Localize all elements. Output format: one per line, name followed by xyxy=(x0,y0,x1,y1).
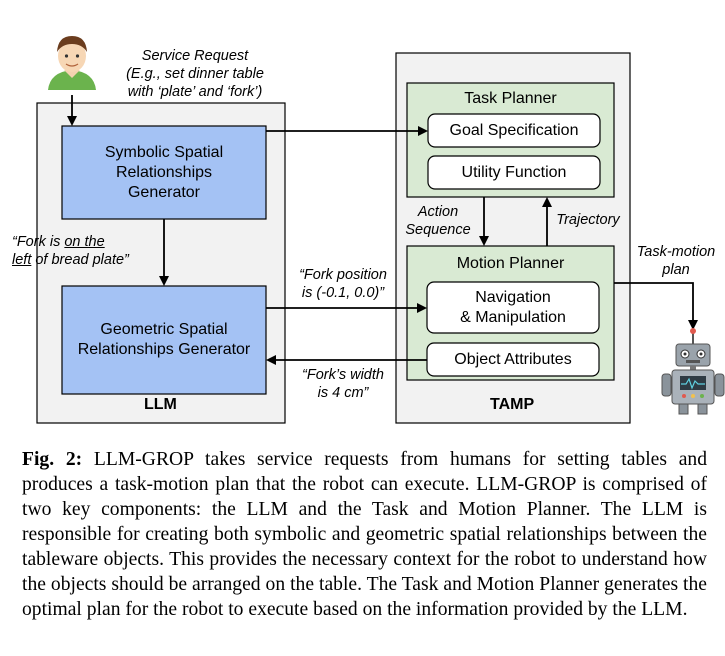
goal-specification-box xyxy=(427,113,601,148)
task-motion-plan-label: Task-motion plan xyxy=(628,243,724,279)
symbolic-generator-line-2: Relationships xyxy=(115,163,213,181)
fork-position-quote: “Fork position is (-0.1, 0.0)” xyxy=(278,266,408,302)
geometric-generator-line-1: Geometric Spatial xyxy=(100,321,228,338)
task-motion-plan-line-2: plan xyxy=(662,262,690,278)
fork-width-quote: “Fork’s width is 4 cm” xyxy=(280,366,406,402)
service-request-label: Service Request (E.g., set dinner table … xyxy=(110,47,280,101)
fork-symbolic-pre: “Fork is xyxy=(12,234,65,250)
tamp-label: TAMP xyxy=(490,396,535,413)
navigation-box xyxy=(426,281,600,334)
fork-symbolic-underline-1: on the xyxy=(64,234,105,250)
fork-symbolic-underline-2: left xyxy=(12,252,32,268)
service-request-detail-1: (E.g., set dinner table xyxy=(126,66,264,82)
goal-specification-label: Goal Specification xyxy=(449,121,579,139)
fork-position-line-2: is (-0.1, 0.0)” xyxy=(301,285,385,301)
human-avatar-icon xyxy=(44,34,100,90)
task-planner-label: Task Planner xyxy=(464,90,557,107)
symbolic-generator-label: Symbolic Spatial Relationships Generator xyxy=(62,126,266,219)
action-sequence-line-2: Sequence xyxy=(405,222,471,238)
fork-position-line-1: “Fork position xyxy=(299,267,387,283)
service-request-title: Service Request xyxy=(141,48,249,64)
navigation-line-1: Navigation xyxy=(475,288,551,306)
action-sequence-label: Action Sequence xyxy=(396,203,480,239)
geometric-generator-box xyxy=(61,285,267,395)
geometric-generator-line-2: Relationships Generator xyxy=(77,341,251,358)
figure-label: Fig. 2: xyxy=(22,449,83,470)
action-sequence-line-1: Action xyxy=(417,204,459,220)
fork-width-line-1: “Fork’s width xyxy=(302,367,384,383)
task-motion-plan-line-1: Task-motion xyxy=(636,244,716,260)
geometric-generator-label: Geometric Spatial Relationships Generato… xyxy=(62,286,266,394)
fork-symbolic-quote: “Fork is on the left of bread plate” xyxy=(12,233,172,269)
symbolic-generator-line-3: Generator xyxy=(127,183,201,201)
arrow-plan-to-robot xyxy=(614,282,698,330)
utility-function-label: Utility Function xyxy=(461,163,567,181)
service-request-detail-2: with ‘plate’ and ‘fork’) xyxy=(127,84,263,100)
caption-text: LLM-GROP takes service requests from hum… xyxy=(22,449,708,620)
trajectory-label: Trajectory xyxy=(556,212,620,228)
robot-icon xyxy=(661,328,725,415)
symbolic-generator-line-1: Symbolic Spatial xyxy=(104,143,224,161)
figure-caption: Fig. 2: LLM-GROP takes service requests … xyxy=(22,447,707,622)
utility-function-box xyxy=(427,155,601,190)
navigation-line-2: & Manipulation xyxy=(460,308,566,326)
navigation-label: Navigation & Manipulation xyxy=(427,282,599,333)
llm-grop-diagram: Service Request (E.g., set dinner table … xyxy=(12,34,725,424)
symbolic-generator-box xyxy=(61,125,267,220)
object-attributes-label: Object Attributes xyxy=(454,350,572,368)
fork-symbolic-post: of bread plate” xyxy=(31,252,129,268)
llm-label: LLM xyxy=(144,396,177,413)
fork-width-line-2: is 4 cm” xyxy=(317,385,369,401)
motion-planner-label: Motion Planner xyxy=(456,255,565,272)
